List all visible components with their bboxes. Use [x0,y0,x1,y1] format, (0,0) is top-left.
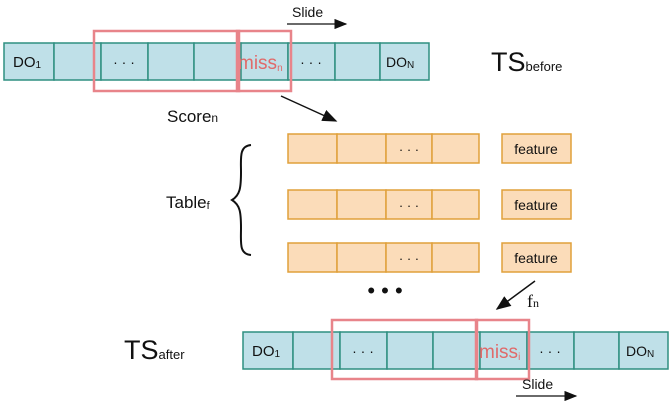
table-row-ellipsis: · · · [399,251,419,266]
table-label: Tablef [166,193,211,212]
feature-box [501,242,572,273]
bottom-cell [432,331,481,370]
bottom-ellipsis-1: · · · [352,343,374,359]
more-rows-dots: • • • [367,278,402,303]
top-cell [147,42,195,81]
feature-label: feature [514,197,558,213]
feature-box [501,189,572,220]
top-window-frame [92,29,241,93]
bottom-slide-indicator: Slide [516,376,578,402]
ts-after-label: TSafter [124,335,185,365]
top-first-cell-label: DO1 [13,54,42,71]
bottom-miss-frame [474,318,531,381]
bottom-miss-label: missi [479,342,520,363]
feature-label: feature [514,141,558,157]
top-cell [334,42,381,81]
top-miss-label: missn [238,53,283,74]
bottom-sequence-row: DO1 · · · missi · · · DON [242,331,669,370]
bottom-cell [339,331,388,370]
table-row-ellipsis: · · · [399,142,419,157]
bottom-cell [573,331,620,370]
table-row: · · · feature [287,133,572,164]
score-label: Scoren [167,107,218,126]
feature-label: feature [514,250,558,266]
top-slide-indicator: Slide [287,4,348,30]
feature-box [501,133,572,164]
top-last-cell-label: DON [386,54,414,71]
bottom-cell [386,331,434,370]
feature-arrow [495,280,536,310]
top-miss-frame [235,29,293,93]
table-row-ellipsis: · · · [399,198,419,213]
table-row: · · · feature [287,242,572,273]
f-label: fn [527,291,539,311]
top-sequence-row: DO1 · · · missn · · · DON [3,42,430,81]
ts-before-label: TSbefore [491,47,562,77]
bottom-last-cell-label: DON [626,343,654,360]
score-arrow [280,95,338,122]
bottom-cell [618,331,669,370]
bottom-first-cell-label: DO1 [252,343,281,360]
bottom-ellipsis-2: · · · [539,343,561,359]
bottom-cell [526,331,575,370]
top-slide-label: Slide [292,4,323,20]
top-cell [379,42,430,81]
top-cell [100,42,149,81]
table-brace [230,144,252,256]
top-ellipsis-1: · · · [113,54,135,70]
bottom-slide-label: Slide [522,376,553,392]
top-cell [193,42,242,81]
table-row: · · · feature [287,189,572,220]
top-ellipsis-2: · · · [300,54,322,70]
